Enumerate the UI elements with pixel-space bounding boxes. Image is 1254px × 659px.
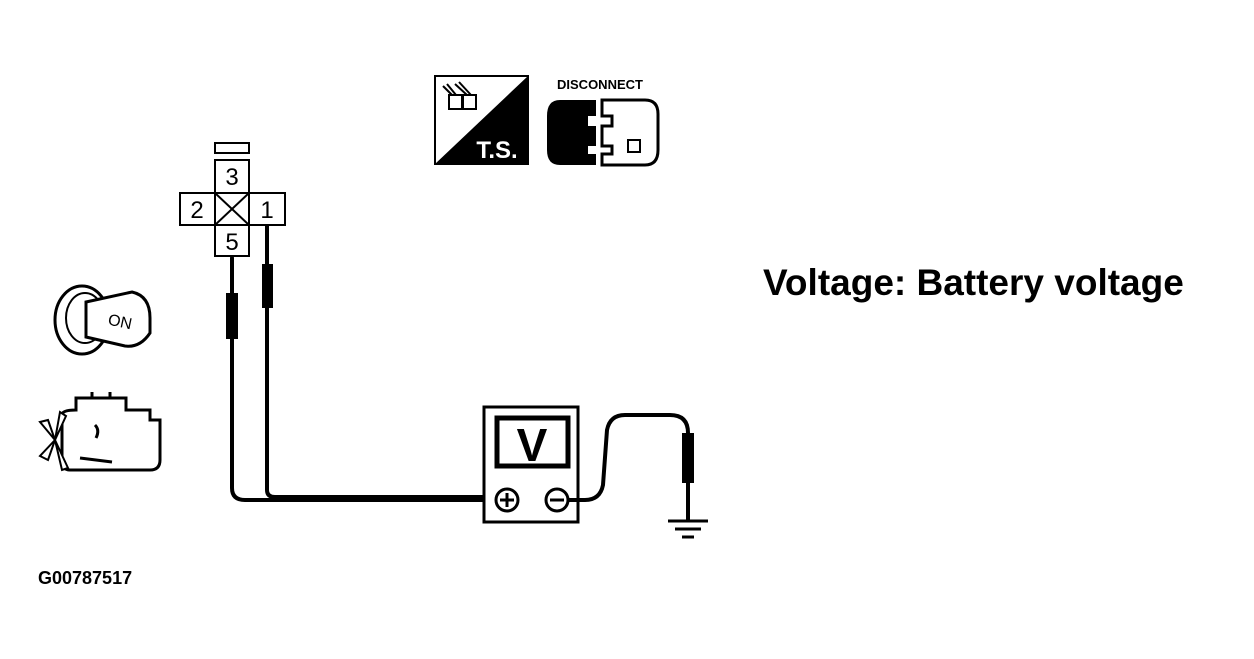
ground-icon <box>668 519 708 539</box>
figure-id: G00787517 <box>38 568 132 588</box>
connector-icon <box>442 81 477 110</box>
pin-2-box <box>179 192 216 226</box>
ground-wire <box>568 413 690 520</box>
disconnect-label: DISCONNECT <box>557 77 643 92</box>
pin-1-label: 1 <box>260 197 273 224</box>
probe-wire-pin1 <box>265 224 492 499</box>
probe-wires <box>230 224 492 502</box>
voltmeter: V <box>482 405 580 524</box>
ts-badge: T.S. <box>434 75 529 165</box>
voltmeter-display <box>494 415 571 469</box>
ts-label: T.S. <box>476 137 517 164</box>
probe-tip-pin1 <box>262 264 273 308</box>
voltmeter-display-label: V <box>517 419 548 471</box>
spec-text: Voltage: Battery voltage <box>763 262 1184 303</box>
ground-probe-tip <box>682 433 694 483</box>
probe-wire-pin5 <box>230 256 492 502</box>
ignition-on-label: ON <box>106 312 133 334</box>
pin-2-label: 2 <box>190 197 203 224</box>
probe-tip-pin5 <box>226 293 238 339</box>
pin-5-box <box>214 224 250 257</box>
ignition-key-icon: ON <box>53 284 152 356</box>
pin-3-box <box>214 159 250 194</box>
pin-5-label: 5 <box>225 229 238 256</box>
pin-1-box <box>248 192 286 226</box>
engine-icon <box>38 392 162 472</box>
fan-icon <box>38 410 70 472</box>
pin-3-label: 3 <box>225 164 238 191</box>
connector <box>179 142 286 257</box>
disconnect-icon <box>547 98 660 167</box>
